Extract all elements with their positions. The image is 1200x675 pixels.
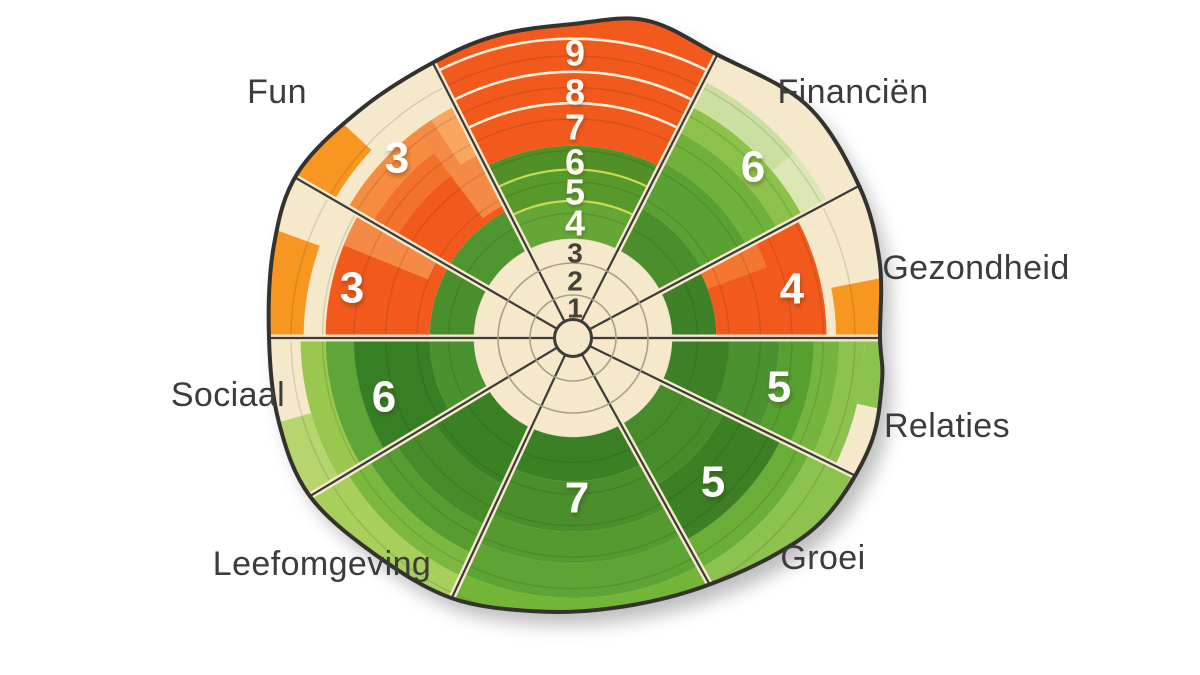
sector-band-relaties bbox=[812, 338, 865, 466]
scale-number-1: 1 bbox=[567, 293, 583, 324]
sector-band-financien bbox=[618, 207, 703, 292]
scale-number-2: 2 bbox=[567, 266, 583, 297]
spoke-line bbox=[580, 30, 731, 322]
sector-band-schaal bbox=[485, 145, 661, 188]
sector-band-leefomgeving bbox=[369, 444, 486, 554]
sector-band-groei bbox=[621, 381, 725, 486]
sector-band-onbenoemd-onder bbox=[463, 535, 699, 598]
sector-score-gezondheid: 4 bbox=[780, 265, 805, 314]
scale-number-3: 3 bbox=[567, 238, 583, 269]
spoke-line bbox=[415, 30, 566, 322]
centre-ring-1 bbox=[529, 294, 617, 382]
sector-band-sociaal bbox=[325, 338, 386, 466]
sector-band-groei bbox=[654, 411, 782, 541]
sector-score-relaties: 5 bbox=[767, 363, 791, 412]
sector-band-leefomgeving bbox=[347, 460, 473, 577]
sector-band-relaties bbox=[789, 338, 840, 455]
sector-label-sociaal: Sociaal bbox=[171, 376, 285, 414]
sector-score-onbenoemd-onder: 7 bbox=[565, 474, 589, 523]
sector-score-sociaal: 6 bbox=[372, 373, 396, 422]
sector-score-onbenoemd-links: 3 bbox=[340, 264, 364, 313]
scale-number-9: 9 bbox=[565, 33, 585, 74]
sector-band-leefomgeving bbox=[433, 389, 531, 486]
wheel-outer-blob-stroke bbox=[266, 16, 885, 615]
sector-label-groei: Groei bbox=[780, 539, 865, 577]
sector-label-financien: Financiën bbox=[777, 73, 928, 111]
sector-patch-relaties bbox=[857, 338, 883, 413]
sector-patch-financien bbox=[772, 152, 828, 216]
centre-hub bbox=[553, 318, 593, 358]
scale-number-5: 5 bbox=[565, 172, 585, 213]
sector-patch-fun bbox=[287, 113, 372, 201]
sector-patch-gezondheid bbox=[699, 241, 767, 289]
scale-yellow-arc bbox=[496, 168, 650, 189]
sector-band-sociaal bbox=[429, 338, 488, 412]
sector-score-groei: 5 bbox=[701, 458, 725, 507]
sector-label-relaties: Relaties bbox=[884, 407, 1010, 445]
sector-band-schaal bbox=[510, 200, 636, 250]
sector-patch-onbenoemd-links bbox=[268, 225, 320, 338]
sector-patch-onbenoemd-links bbox=[343, 214, 438, 280]
centre-ring-2 bbox=[497, 262, 649, 414]
scale-number-4: 4 bbox=[565, 203, 585, 244]
sector-band-leefomgeving bbox=[396, 421, 505, 526]
sector-label-fun: Fun bbox=[247, 73, 307, 111]
sector-band-schaal bbox=[496, 169, 650, 216]
sector-band-relaties bbox=[758, 338, 815, 444]
sector-patch-gezondheid bbox=[831, 275, 883, 338]
sector-band-onbenoemd-onder bbox=[477, 507, 683, 564]
sector-band-sociaal bbox=[300, 338, 361, 479]
scale-number-8: 8 bbox=[565, 72, 585, 113]
sector-band-financien bbox=[639, 162, 747, 270]
sector-label-leefomgeving: Leefomgeving bbox=[213, 545, 431, 583]
sector-band-onbenoemd-onder bbox=[491, 463, 667, 532]
scale-number-7: 7 bbox=[565, 107, 585, 148]
wheel-centre bbox=[497, 262, 649, 414]
sector-band-onbenoemd-onder bbox=[512, 424, 643, 482]
scale-number-6: 6 bbox=[565, 142, 585, 183]
sector-patch-fun bbox=[431, 106, 480, 165]
sector-score-fun: 3 bbox=[385, 134, 409, 183]
sector-band-relaties bbox=[713, 338, 780, 429]
sector-band-financien bbox=[678, 106, 803, 230]
sector-band-groei bbox=[685, 439, 810, 569]
sector-label-gezondheid: Gezondheid bbox=[882, 249, 1069, 287]
scale-white-arc bbox=[451, 70, 695, 102]
spoke-line bbox=[276, 346, 558, 517]
sector-band-onbenoemd-onder bbox=[433, 565, 733, 613]
spoke-line bbox=[273, 164, 558, 330]
spoke-line bbox=[589, 175, 879, 331]
spoke-line bbox=[589, 345, 883, 491]
scale-white-arc bbox=[465, 101, 681, 130]
sector-band-onbenoemd-links bbox=[429, 266, 487, 338]
sector-band-gezondheid bbox=[699, 218, 827, 338]
scale-white-arc bbox=[436, 37, 710, 73]
sector-band-financien bbox=[662, 131, 778, 246]
sector-score-financien: 6 bbox=[741, 143, 765, 192]
scale-yellow-arc bbox=[510, 199, 636, 217]
sector-band-fun bbox=[448, 210, 528, 289]
